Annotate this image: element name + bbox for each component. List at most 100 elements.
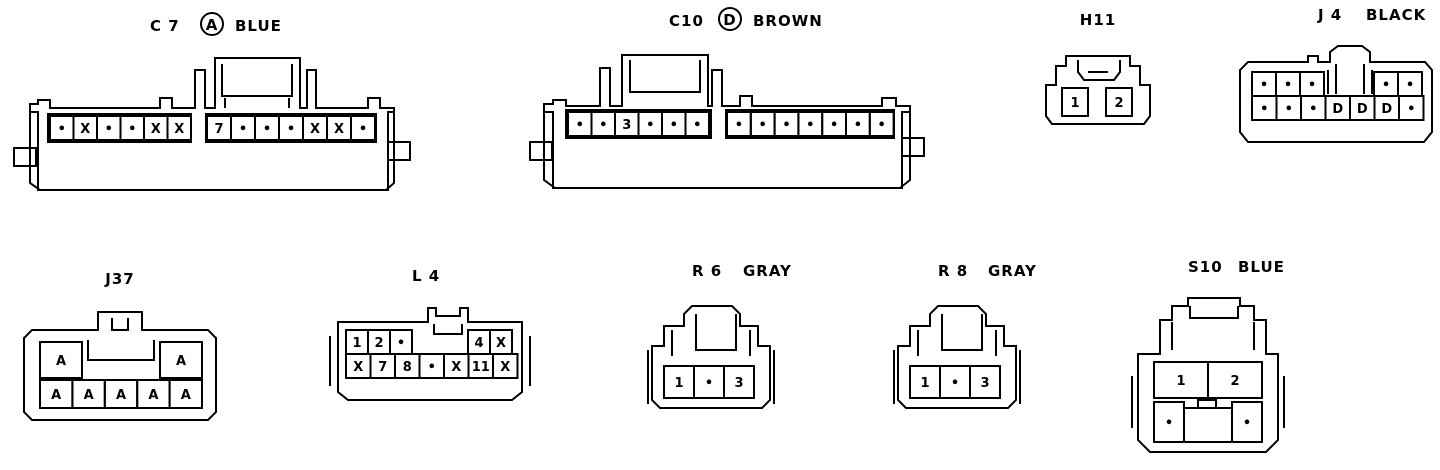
connector-l4-pin-label: • <box>397 336 405 351</box>
connector-l4-pin-label: X <box>496 336 506 351</box>
connector-c10-pin-label: • <box>670 118 678 133</box>
r6-color: GRAY <box>743 262 792 280</box>
h11-code: H11 <box>1080 11 1116 29</box>
c7-color: BLUE <box>235 17 282 35</box>
connector-s10-pin-cell <box>1231 401 1263 443</box>
connector-c7-pin-label: X <box>151 122 161 137</box>
connector-j4-pin-label: • <box>1406 78 1414 93</box>
connector-c7-pin-label: • <box>105 122 113 137</box>
connector-c10-pin-label: • <box>878 118 886 133</box>
connector-l4-pin-label: X <box>451 360 461 375</box>
connector-c10-pin-label: • <box>599 118 607 133</box>
c10-color: BROWN <box>753 12 823 30</box>
connector-s10-pin-label: • <box>1243 416 1251 431</box>
connector-c10-pin-label: • <box>735 118 743 133</box>
connector-l4-pin-label: 2 <box>374 336 383 351</box>
connector-l4-pin-label: 8 <box>403 360 412 375</box>
j4-color: BLACK <box>1366 6 1427 24</box>
connector-s10-pin-label: 2 <box>1230 374 1239 389</box>
connector-h11-pin-label: 1 <box>1070 96 1079 111</box>
c10-code: C10 <box>669 12 704 30</box>
connector-c7-pin-label: X <box>334 122 344 137</box>
connector-c10: C10 D BROWN ••3•••••••••• <box>529 7 925 189</box>
connector-r6-pin-cell <box>723 365 755 399</box>
connector-h11: H11 1 2 <box>1045 11 1151 125</box>
connector-c10-pin-label: • <box>693 118 701 133</box>
connector-c7-pin-cell <box>166 115 192 141</box>
connector-h11-pin-cell <box>1105 87 1133 117</box>
connector-l4-pin-label: X <box>500 360 510 375</box>
connector-c10-pin-label: • <box>576 118 584 133</box>
connector-r6-pin-label: 3 <box>734 376 743 391</box>
l4-code: L 4 <box>412 267 440 285</box>
connector-j4-pin-label: • <box>1407 102 1415 117</box>
connector-j37: J37 A A A A A A A <box>23 270 217 421</box>
connector-l4-pin-label: X <box>353 360 363 375</box>
connector-l4-pin-label: • <box>428 360 436 375</box>
connector-j37-pin-label: A <box>181 388 191 403</box>
connector-c7-pin-label: • <box>287 122 295 137</box>
s10-code: S10 <box>1188 258 1223 276</box>
connector-j37-pin-cell <box>39 341 83 379</box>
connector-r8-pin-cell <box>969 365 1001 399</box>
connector-j37-pin-label: A <box>51 388 61 403</box>
connector-h11-pin-label: 2 <box>1114 96 1123 111</box>
connector-s10-pin-label: 1 <box>1176 374 1185 389</box>
connector-r6: R 6 GRAY 1 • 3 <box>647 262 792 409</box>
connector-c7-pin-label: • <box>128 122 136 137</box>
connector-c7-pin-label: • <box>58 122 66 137</box>
j37-code: J37 <box>104 270 134 288</box>
connector-j4-pin-label: D <box>1357 102 1368 117</box>
connector-j37-pin-label: A <box>176 354 186 369</box>
connector-j4-pin-cell <box>1398 95 1425 121</box>
connector-c7-pin-label: • <box>239 122 247 137</box>
connector-c7-pin-label: X <box>174 122 184 137</box>
connector-l4-pin-label: 4 <box>474 336 483 351</box>
j4-code: J 4 <box>1317 6 1342 24</box>
connector-l4-pin-label: 1 <box>352 336 361 351</box>
connector-c7-pin-label: • <box>263 122 271 137</box>
connector-s10-pin-cell <box>1207 361 1263 399</box>
connector-r6-pin-label: • <box>705 376 713 391</box>
connector-c7-pin-label: X <box>80 122 90 137</box>
connector-j4-pin-label: • <box>1382 78 1390 93</box>
r8-color: GRAY <box>988 262 1037 280</box>
connector-j4-pin-label: • <box>1260 78 1268 93</box>
connector-c7-pin-label: • <box>359 122 367 137</box>
connector-c10-pin-label: 3 <box>622 118 631 133</box>
connector-j4-pin-label: • <box>1309 102 1317 117</box>
connector-j37-pin-label: A <box>56 354 66 369</box>
connector-j37-pin-label: A <box>148 388 158 403</box>
connector-j37-pin-cell <box>159 341 203 379</box>
connector-j4-pin-label: D <box>1381 102 1392 117</box>
r6-code: R 6 <box>692 262 722 280</box>
connector-r8-pin-label: 3 <box>980 376 989 391</box>
connector-j4-pin-label: • <box>1308 78 1316 93</box>
connector-j4-pin-label: D <box>1332 102 1343 117</box>
connector-c10-pin-label: • <box>759 118 767 133</box>
connector-j37-pin-cell <box>168 379 204 409</box>
connector-s10-pin-label: • <box>1165 416 1173 431</box>
r8-code: R 8 <box>938 262 968 280</box>
connector-c10-pin-cell <box>868 111 895 137</box>
connector-j37-pin-label: A <box>84 388 94 403</box>
connector-l4-pin-cell <box>492 353 519 379</box>
connector-h11-pin-cell <box>1061 87 1089 117</box>
connector-j4-pin-label: • <box>1285 102 1293 117</box>
connector-r8-pin-label: 1 <box>920 376 929 391</box>
c7-code: C 7 <box>150 17 180 35</box>
connector-s10-pin-cell <box>1153 401 1185 443</box>
connector-c10-pin-label: • <box>782 118 790 133</box>
connector-c10-pin-cell <box>684 111 710 137</box>
connector-r6-pin-label: 1 <box>674 376 683 391</box>
connector-l4-pin-label: 7 <box>378 360 387 375</box>
connector-c10-pin-label: • <box>830 118 838 133</box>
c10-circle-letter: D <box>723 11 736 29</box>
connector-c7-pin-label: X <box>310 122 320 137</box>
connector-j37-pin-label: A <box>116 388 126 403</box>
connector-l4-pin-label: 11 <box>472 360 490 375</box>
